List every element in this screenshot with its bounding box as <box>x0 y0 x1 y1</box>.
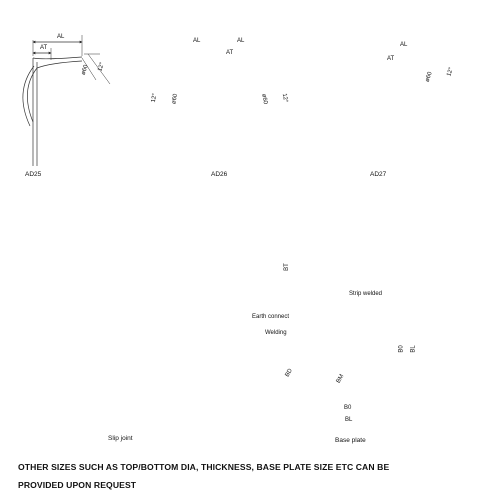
slip-joint-caption: Slip joint <box>108 435 133 442</box>
ad26-caption: AD26 <box>211 171 228 178</box>
base-plate-b0-horizontal-label: B0 <box>344 405 352 411</box>
base-plate-bl-horizontal-label: BL <box>345 417 353 423</box>
bracket-ad25-drawing <box>22 35 111 166</box>
ad25-caption: AD25 <box>25 171 42 178</box>
earth-connect-label: Earth connect <box>252 314 290 320</box>
ad27-al-label: AL <box>400 42 408 48</box>
ad26-al-label-left: AL <box>193 38 201 44</box>
ad25-at-label: AT <box>40 45 48 51</box>
strip-welded-label: Strip welded <box>349 291 383 297</box>
ad27-caption: AD27 <box>370 171 387 178</box>
footer-note-line-2: PROVIDED UPON REQUEST <box>18 480 137 490</box>
base-plate-b0-vertical-label: B0 <box>398 345 405 353</box>
ad27-at-label: AT <box>387 56 395 62</box>
ad25-al-label: AL <box>57 34 65 40</box>
footer-note-line-1: OTHER SIZES SUCH AS TOP/BOTTOM DIA, THIC… <box>18 462 390 472</box>
base-plate-bt-label: BT <box>283 263 290 271</box>
base-plate-caption: Base plate <box>335 437 366 444</box>
welding-label: Welding <box>265 330 287 336</box>
base-plate-bl-vertical-label: BL <box>410 345 417 353</box>
ad26-al-label-right: AL <box>237 38 245 44</box>
ad26-at-label: AT <box>226 50 234 56</box>
